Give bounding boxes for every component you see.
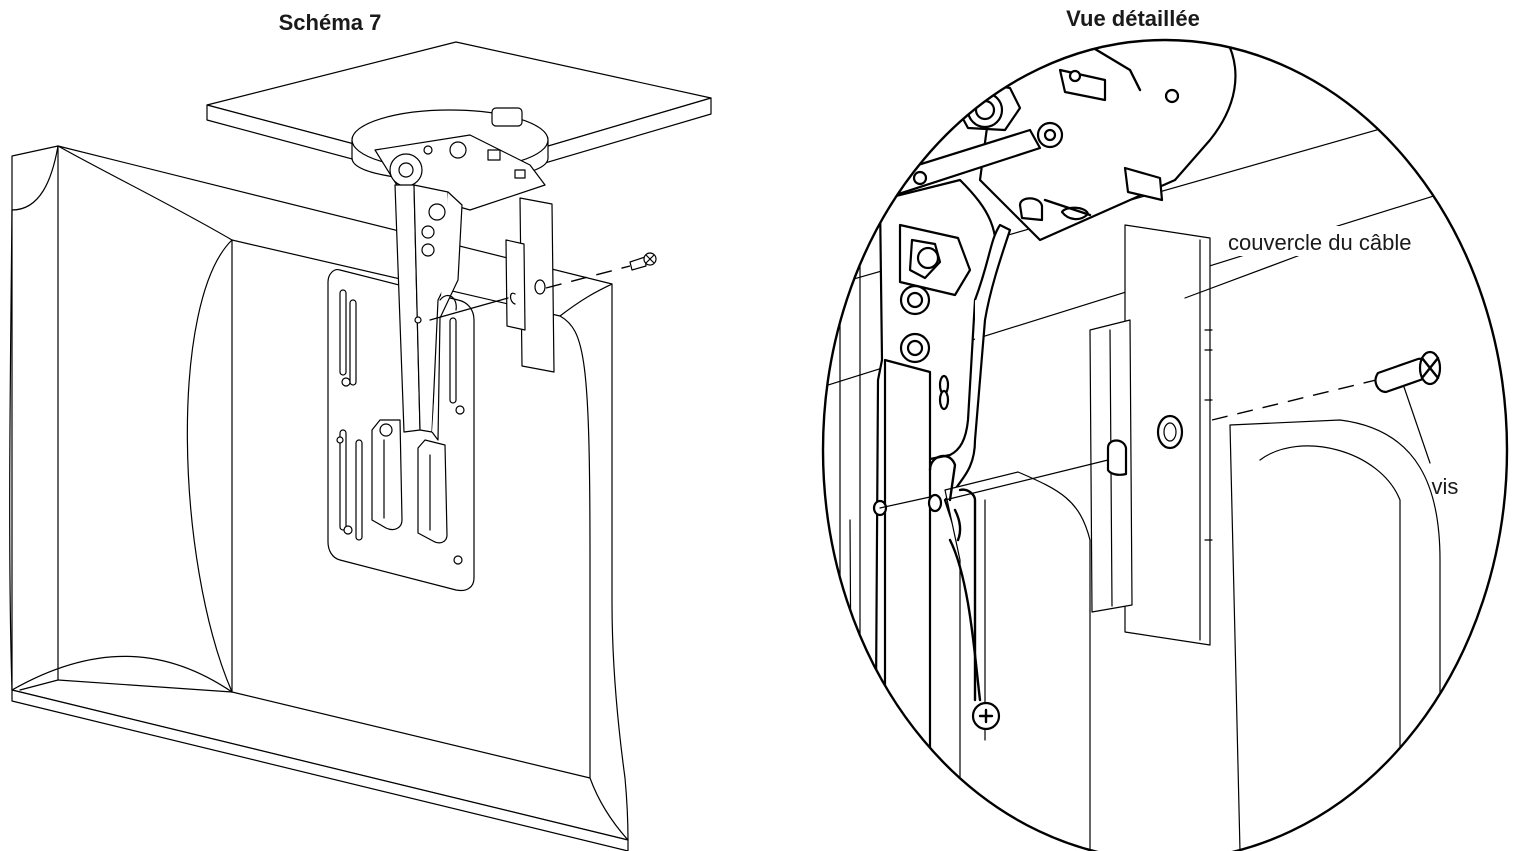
- screw-dashed-guide-small: [545, 265, 631, 289]
- cable-cover-label: couvercle du câble: [1228, 230, 1411, 255]
- cable-cover-large: [1089, 224, 1213, 646]
- screw-large: [1374, 350, 1442, 394]
- screw-label: vis: [1432, 474, 1459, 499]
- cable-cover-label-bg: [1225, 226, 1443, 256]
- screw-dashed-guide-large: [1211, 379, 1377, 421]
- cable-guide-line-large: [944, 459, 1109, 501]
- detail-vertical-arm: [873, 178, 998, 851]
- detail-circle-outline: [821, 38, 1509, 851]
- cable-cover-small: [505, 197, 555, 373]
- cable-guide-line-short: [879, 496, 931, 509]
- mount-arm-assembly: [371, 134, 546, 544]
- screw-leader: [1403, 386, 1431, 464]
- schema-7-drawing: [9, 41, 712, 851]
- left-diagram-title: Schéma 7: [279, 10, 382, 35]
- screw-small: [629, 252, 657, 271]
- cable-guide-line-small: [429, 297, 509, 321]
- detail-view: [821, 38, 1509, 851]
- cable-cover-leader: [1184, 253, 1304, 299]
- right-diagram-title: Vue détaillée: [1066, 6, 1200, 31]
